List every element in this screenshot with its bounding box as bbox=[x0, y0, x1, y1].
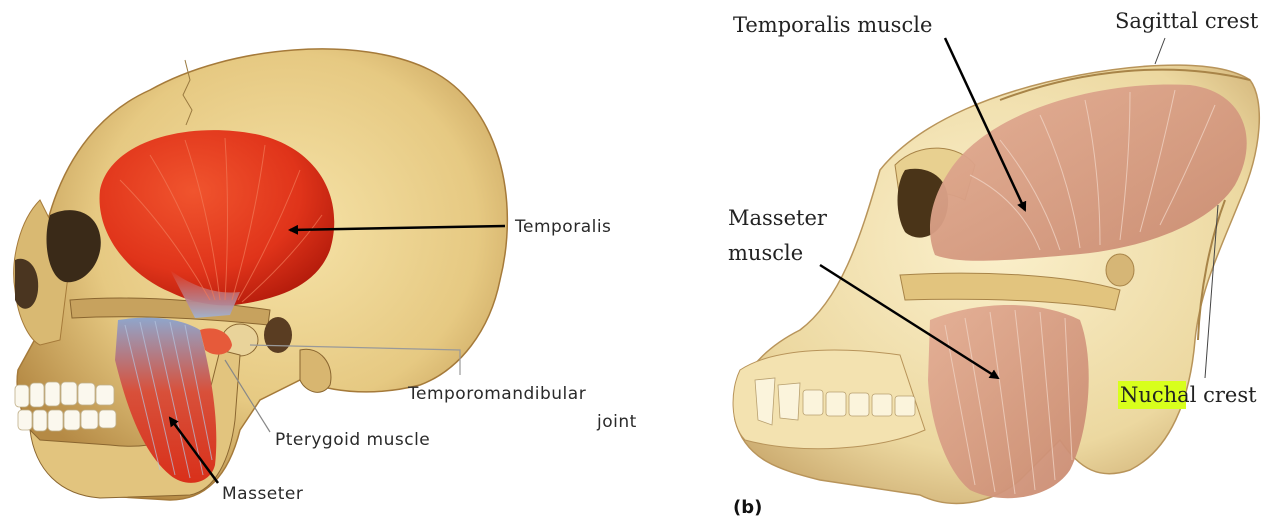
panel-b-letter: (b) bbox=[733, 497, 762, 518]
label-tmj-line2: joint bbox=[596, 412, 637, 432]
gorilla-ear-region bbox=[1106, 254, 1134, 286]
panel-a-human-skull: Temporalis Temporomandibular joint Ptery… bbox=[14, 49, 637, 504]
label-temporalis-muscle: Temporalis muscle bbox=[733, 13, 932, 37]
label-temporalis: Temporalis bbox=[514, 217, 611, 237]
label-masseter-line2: muscle bbox=[728, 241, 803, 265]
label-masseter: Masseter bbox=[222, 484, 303, 504]
label-crest-word: crest bbox=[1196, 383, 1257, 407]
panel-b-gorilla-skull: Temporalis muscle Sagittal crest Massete… bbox=[728, 9, 1259, 518]
ear-canal bbox=[264, 317, 292, 353]
label-nuchal-word: Nuchal bbox=[1120, 383, 1197, 407]
label-sagittal-crest: Sagittal crest bbox=[1115, 9, 1259, 33]
label-pterygoid: Pterygoid muscle bbox=[275, 430, 430, 450]
label-masseter-line1: Masseter bbox=[728, 206, 828, 230]
label-nuchal-crest: Nuchal crest bbox=[1120, 383, 1257, 407]
sagittal-crest-leader bbox=[1155, 38, 1165, 64]
label-tmj-line1: Temporomandibular bbox=[407, 384, 586, 404]
